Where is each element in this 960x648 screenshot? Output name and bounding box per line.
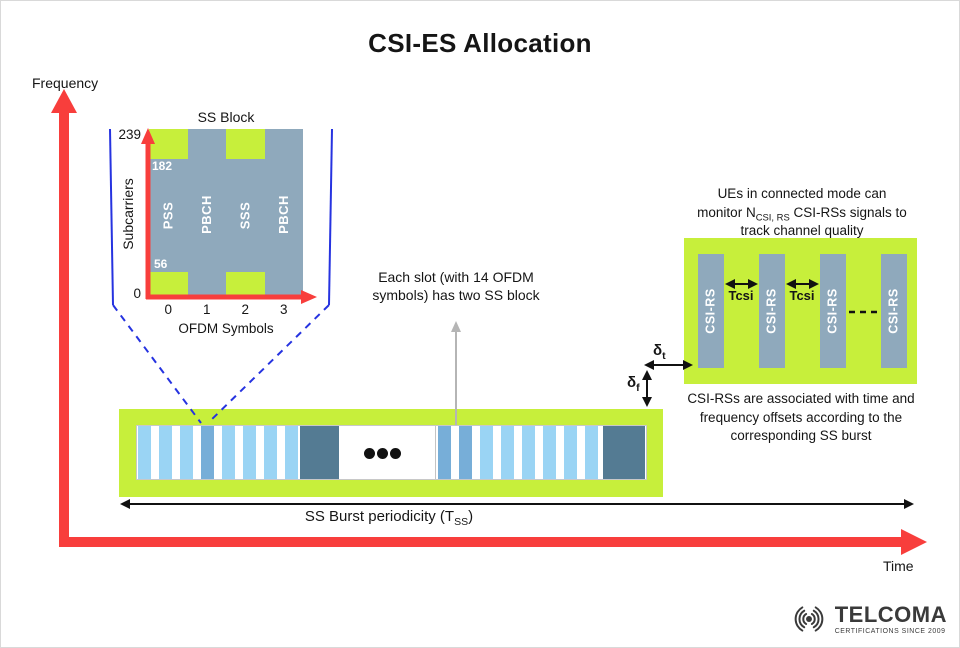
- ss-column-pss-0: PSS: [149, 129, 188, 299]
- burst-stripe: [522, 426, 535, 479]
- burst-stripe: [180, 426, 193, 479]
- delta-f-symbol: δ: [627, 374, 637, 391]
- burst-ellipsis-dot: [376, 447, 388, 459]
- subcarriers-axis-label: Subcarriers: [120, 178, 136, 250]
- csi-note-below-line2: frequency offsets according to the: [699, 409, 903, 425]
- burst-stripe: [285, 426, 298, 479]
- csi-note-below: CSI-RSs are associated with time and fre…: [671, 390, 931, 446]
- burst-dark-block-2: [603, 426, 645, 479]
- burst-stripe: [243, 426, 256, 479]
- tcsi-label-2: Tcsi: [789, 288, 815, 303]
- frequency-axis: [59, 111, 69, 547]
- csi-note-above-line3: track channel quality: [740, 223, 864, 239]
- burst-inner: [136, 425, 647, 480]
- periodicity-suffix: ): [468, 508, 474, 525]
- slot-note: Each slot (with 14 OFDM symbols) has two…: [353, 268, 559, 305]
- burst-stripe: [459, 426, 472, 479]
- logo-tagline: CERTIFICATIONS SINCE 2009: [834, 627, 946, 635]
- csi-rs-column-label: CSI-RS: [704, 288, 718, 334]
- burst-stripe: [501, 426, 514, 479]
- burst-stripe: [222, 426, 235, 479]
- burst-stripe: [543, 426, 556, 479]
- delta-f-sub: f: [636, 382, 640, 394]
- ss-column-label: PBCH: [276, 194, 292, 234]
- burst-ellipsis-dot: [389, 447, 401, 459]
- csi-rs-column-label: CSI-RS: [765, 288, 779, 334]
- frequency-axis-label: Frequency: [32, 75, 99, 91]
- ss-x-ticks: 0 1 2 3: [149, 302, 303, 318]
- time-axis: [59, 537, 905, 547]
- ss-x-tick: 1: [202, 302, 211, 317]
- ss-subcarrier-182: 182: [152, 159, 173, 173]
- logo-text: TELCOMA CERTIFICATIONS SINCE 2009: [834, 601, 947, 635]
- ss-column-pbch-3: PBCH: [264, 129, 303, 299]
- ss-x-tick: 0: [164, 302, 172, 317]
- ss-column-label: PSS: [160, 201, 176, 230]
- signal-icon: [794, 606, 824, 632]
- burst-divider: [435, 426, 436, 479]
- delta-t-label: δt: [653, 342, 666, 362]
- ofdm-symbols-axis-label: OFDM Symbols: [178, 321, 274, 336]
- ss-ytick-239: 239: [118, 127, 141, 142]
- burst-dark-block-1: [300, 426, 339, 479]
- ss-subcarrier-56: 56: [154, 257, 168, 271]
- ss-block-title: SS Block: [197, 109, 255, 125]
- ss-x-tick: 2: [241, 302, 249, 317]
- csi-note-above: UEs in connected mode can monitor NCSI, …: [677, 185, 927, 241]
- csi-rs-column-2: CSI-RS: [820, 254, 846, 368]
- burst-stripe: [438, 426, 451, 479]
- csi-rs-column-label: CSI-RS: [887, 288, 901, 334]
- ss-x-tick: 3: [279, 302, 288, 317]
- ss-block: PSS PBCH SSS PBCH: [149, 129, 303, 299]
- csi-rs-column-3: CSI-RS: [881, 254, 907, 368]
- csi-note-above-line2-suffix: CSI-RSs signals to: [789, 204, 907, 220]
- ss-ytick-0: 0: [133, 286, 141, 301]
- csi-note-below-line1: CSI-RSs are associated with time and: [687, 391, 915, 406]
- burst-ellipsis-dot: [363, 447, 375, 459]
- frequency-axis-arrowhead-icon: [51, 89, 77, 113]
- burst-stripe: [159, 426, 172, 479]
- time-axis-label: Time: [883, 558, 914, 574]
- burst-stripe: [564, 426, 577, 479]
- delta-t-sub: t: [662, 350, 666, 362]
- csi-rs-column-0: CSI-RS: [698, 254, 724, 368]
- csi-rs-column-label: CSI-RS: [826, 288, 840, 334]
- ss-column-label: PBCH: [199, 194, 215, 234]
- csi-rs-column-1: CSI-RS: [759, 254, 785, 368]
- csi-note-above-line2-sub: CSI, RS: [755, 212, 790, 224]
- periodicity-prefix: SS Burst periodicity (T: [304, 508, 455, 525]
- tcsi-label-1: Tcsi: [728, 288, 754, 303]
- burst-stripe: [138, 426, 151, 479]
- slot-note-line2: symbols) has two SS block: [372, 287, 540, 304]
- telcoma-logo: TELCOMA CERTIFICATIONS SINCE 2009: [788, 601, 947, 637]
- delta-f-label: δf: [627, 374, 640, 394]
- ss-column-segment: PBCH: [187, 129, 226, 299]
- delta-t-symbol: δ: [653, 342, 663, 359]
- ss-column-segment: SSS: [226, 159, 265, 272]
- time-axis-arrowhead-icon: [901, 529, 927, 555]
- logo-name: TELCOMA: [834, 601, 947, 627]
- csi-note-below-line3: corresponding SS burst: [730, 428, 872, 444]
- page-title: CSI-ES Allocation: [368, 28, 592, 58]
- burst-stripe: [201, 426, 214, 479]
- csi-note-above-line2-prefix: monitor N: [697, 204, 756, 220]
- periodicity-sub: SS: [454, 516, 469, 528]
- ss-column-label: SSS: [237, 201, 253, 230]
- burst-stripe: [585, 426, 598, 479]
- ss-burst-periodicity-label: SS Burst periodicity (TSS): [279, 508, 499, 528]
- ss-burst-bar: [119, 409, 663, 497]
- burst-stripe: [480, 426, 493, 479]
- ss-column-segment: PSS: [149, 159, 188, 272]
- ss-column-sss-2: SSS: [226, 129, 265, 299]
- slot-note-line1: Each slot (with 14 OFDM: [378, 269, 534, 285]
- csi-rs-block: CSI-RS CSI-RS CSI-RS CSI-RS: [684, 238, 917, 384]
- ss-column-pbch-1: PBCH: [187, 129, 226, 299]
- ss-column-segment: PBCH: [264, 129, 303, 299]
- burst-stripe: [264, 426, 277, 479]
- csi-note-above-line1: UEs in connected mode can: [717, 186, 887, 201]
